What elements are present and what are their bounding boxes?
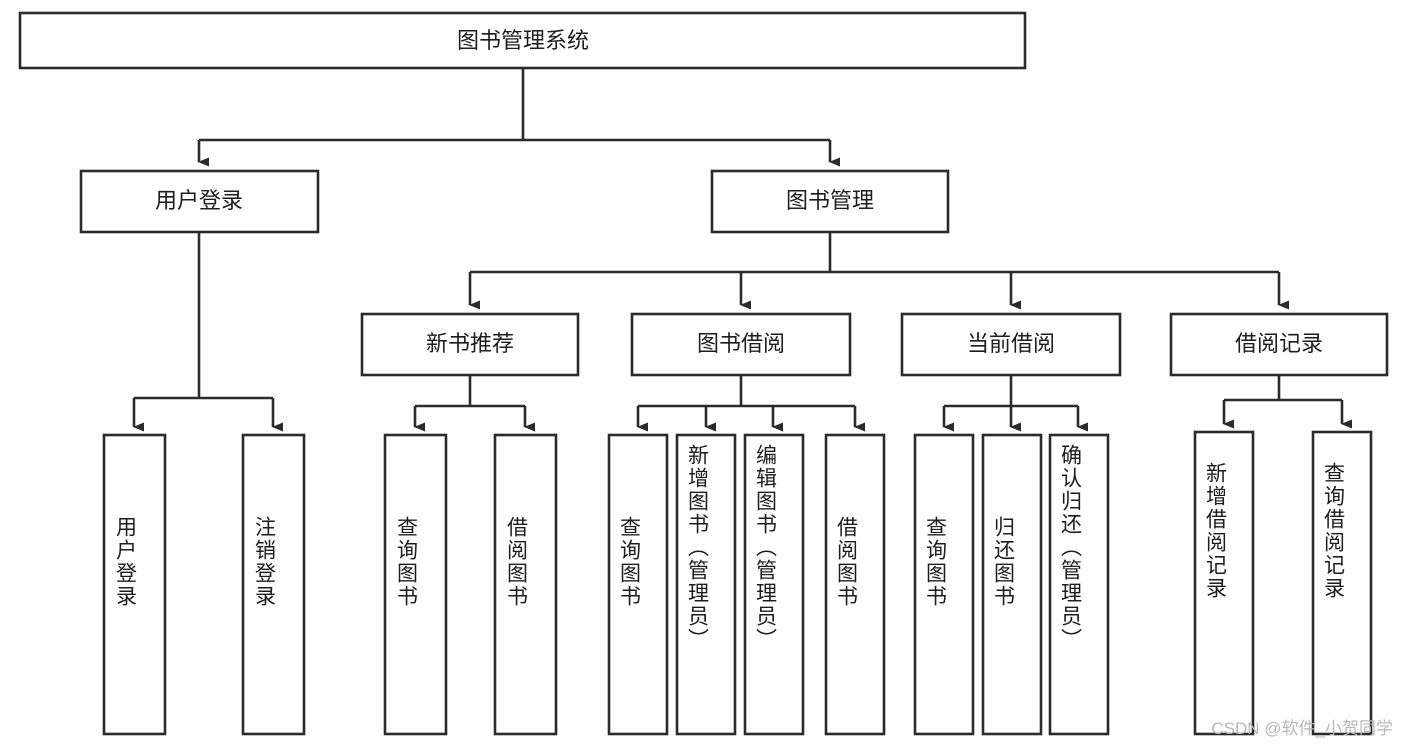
node-borrow-record-box[interactable] (1169, 312, 1389, 377)
leaf-current-borrow-3-box[interactable] (1048, 433, 1110, 736)
node-root-box[interactable] (18, 11, 1027, 70)
leaf-book-borrow-1-box[interactable] (607, 433, 669, 736)
leaf-borrow-record-2-box[interactable] (1311, 430, 1373, 736)
leaf-current-borrow-2-box[interactable] (981, 433, 1043, 736)
leaf-book-borrow-4-box[interactable] (824, 433, 886, 736)
node-borrow-record-label: 借阅记录 (1235, 331, 1323, 356)
leaf-user-login-2-box[interactable] (241, 433, 306, 736)
edges-group (132, 68, 1352, 432)
leaf-borrow-record-1-box[interactable] (1193, 430, 1255, 736)
leaf-new-book-1-box[interactable] (383, 433, 448, 736)
leaf-new-book-2-box[interactable] (493, 433, 558, 736)
node-new-book-box[interactable] (360, 312, 580, 377)
node-new-book-label: 新书推荐 (426, 331, 514, 356)
nodes-group: 图书管理系统 用户登录 图书管理 新书推荐 图书借阅 当前借阅 借阅记录 (18, 11, 1389, 736)
node-book-borrow-label: 图书借阅 (697, 331, 785, 356)
leaf-user-login-1-box[interactable] (102, 433, 167, 736)
node-user-login-box[interactable] (79, 169, 320, 234)
node-root-label: 图书管理系统 (457, 28, 589, 53)
leaf-book-borrow-2-box[interactable] (675, 433, 737, 736)
leaf-book-borrow-3-box[interactable] (743, 433, 805, 736)
node-current-borrow-label: 当前借阅 (967, 331, 1055, 356)
node-user-login-label: 用户登录 (155, 188, 243, 213)
node-book-borrow-box[interactable] (630, 312, 852, 377)
node-current-borrow-box[interactable] (900, 312, 1122, 377)
node-book-manage-box[interactable] (710, 169, 950, 234)
leaf-current-borrow-1-box[interactable] (913, 433, 975, 736)
node-book-manage-label: 图书管理 (786, 188, 874, 213)
